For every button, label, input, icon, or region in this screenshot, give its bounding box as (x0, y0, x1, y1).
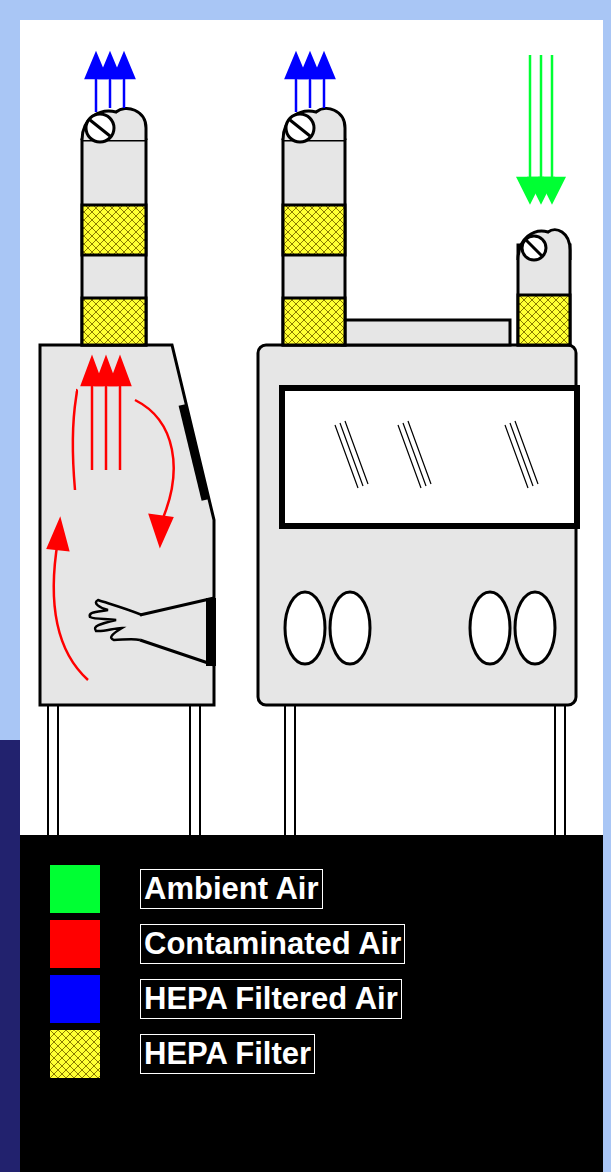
legend-swatch (50, 975, 100, 1023)
legend-text: Contaminated Air (140, 924, 405, 964)
legend-text: HEPA Filtered Air (140, 979, 402, 1019)
legend-text: Ambient Air (140, 869, 323, 909)
legend-swatch (50, 865, 100, 913)
legend-text: HEPA Filter (140, 1034, 315, 1074)
background-strip (0, 740, 20, 1172)
legend-row: Ambient Air (20, 865, 603, 915)
filter-swatch (50, 1030, 100, 1078)
legend-swatch (50, 920, 100, 968)
legend-row: HEPA Filter (20, 1030, 603, 1080)
legend-row: HEPA Filtered Air (20, 975, 603, 1025)
legend-row: Contaminated Air (20, 920, 603, 970)
legend-panel: Ambient AirContaminated AirHEPA Filtered… (20, 835, 603, 1172)
cabinet-illustration (0, 0, 611, 840)
